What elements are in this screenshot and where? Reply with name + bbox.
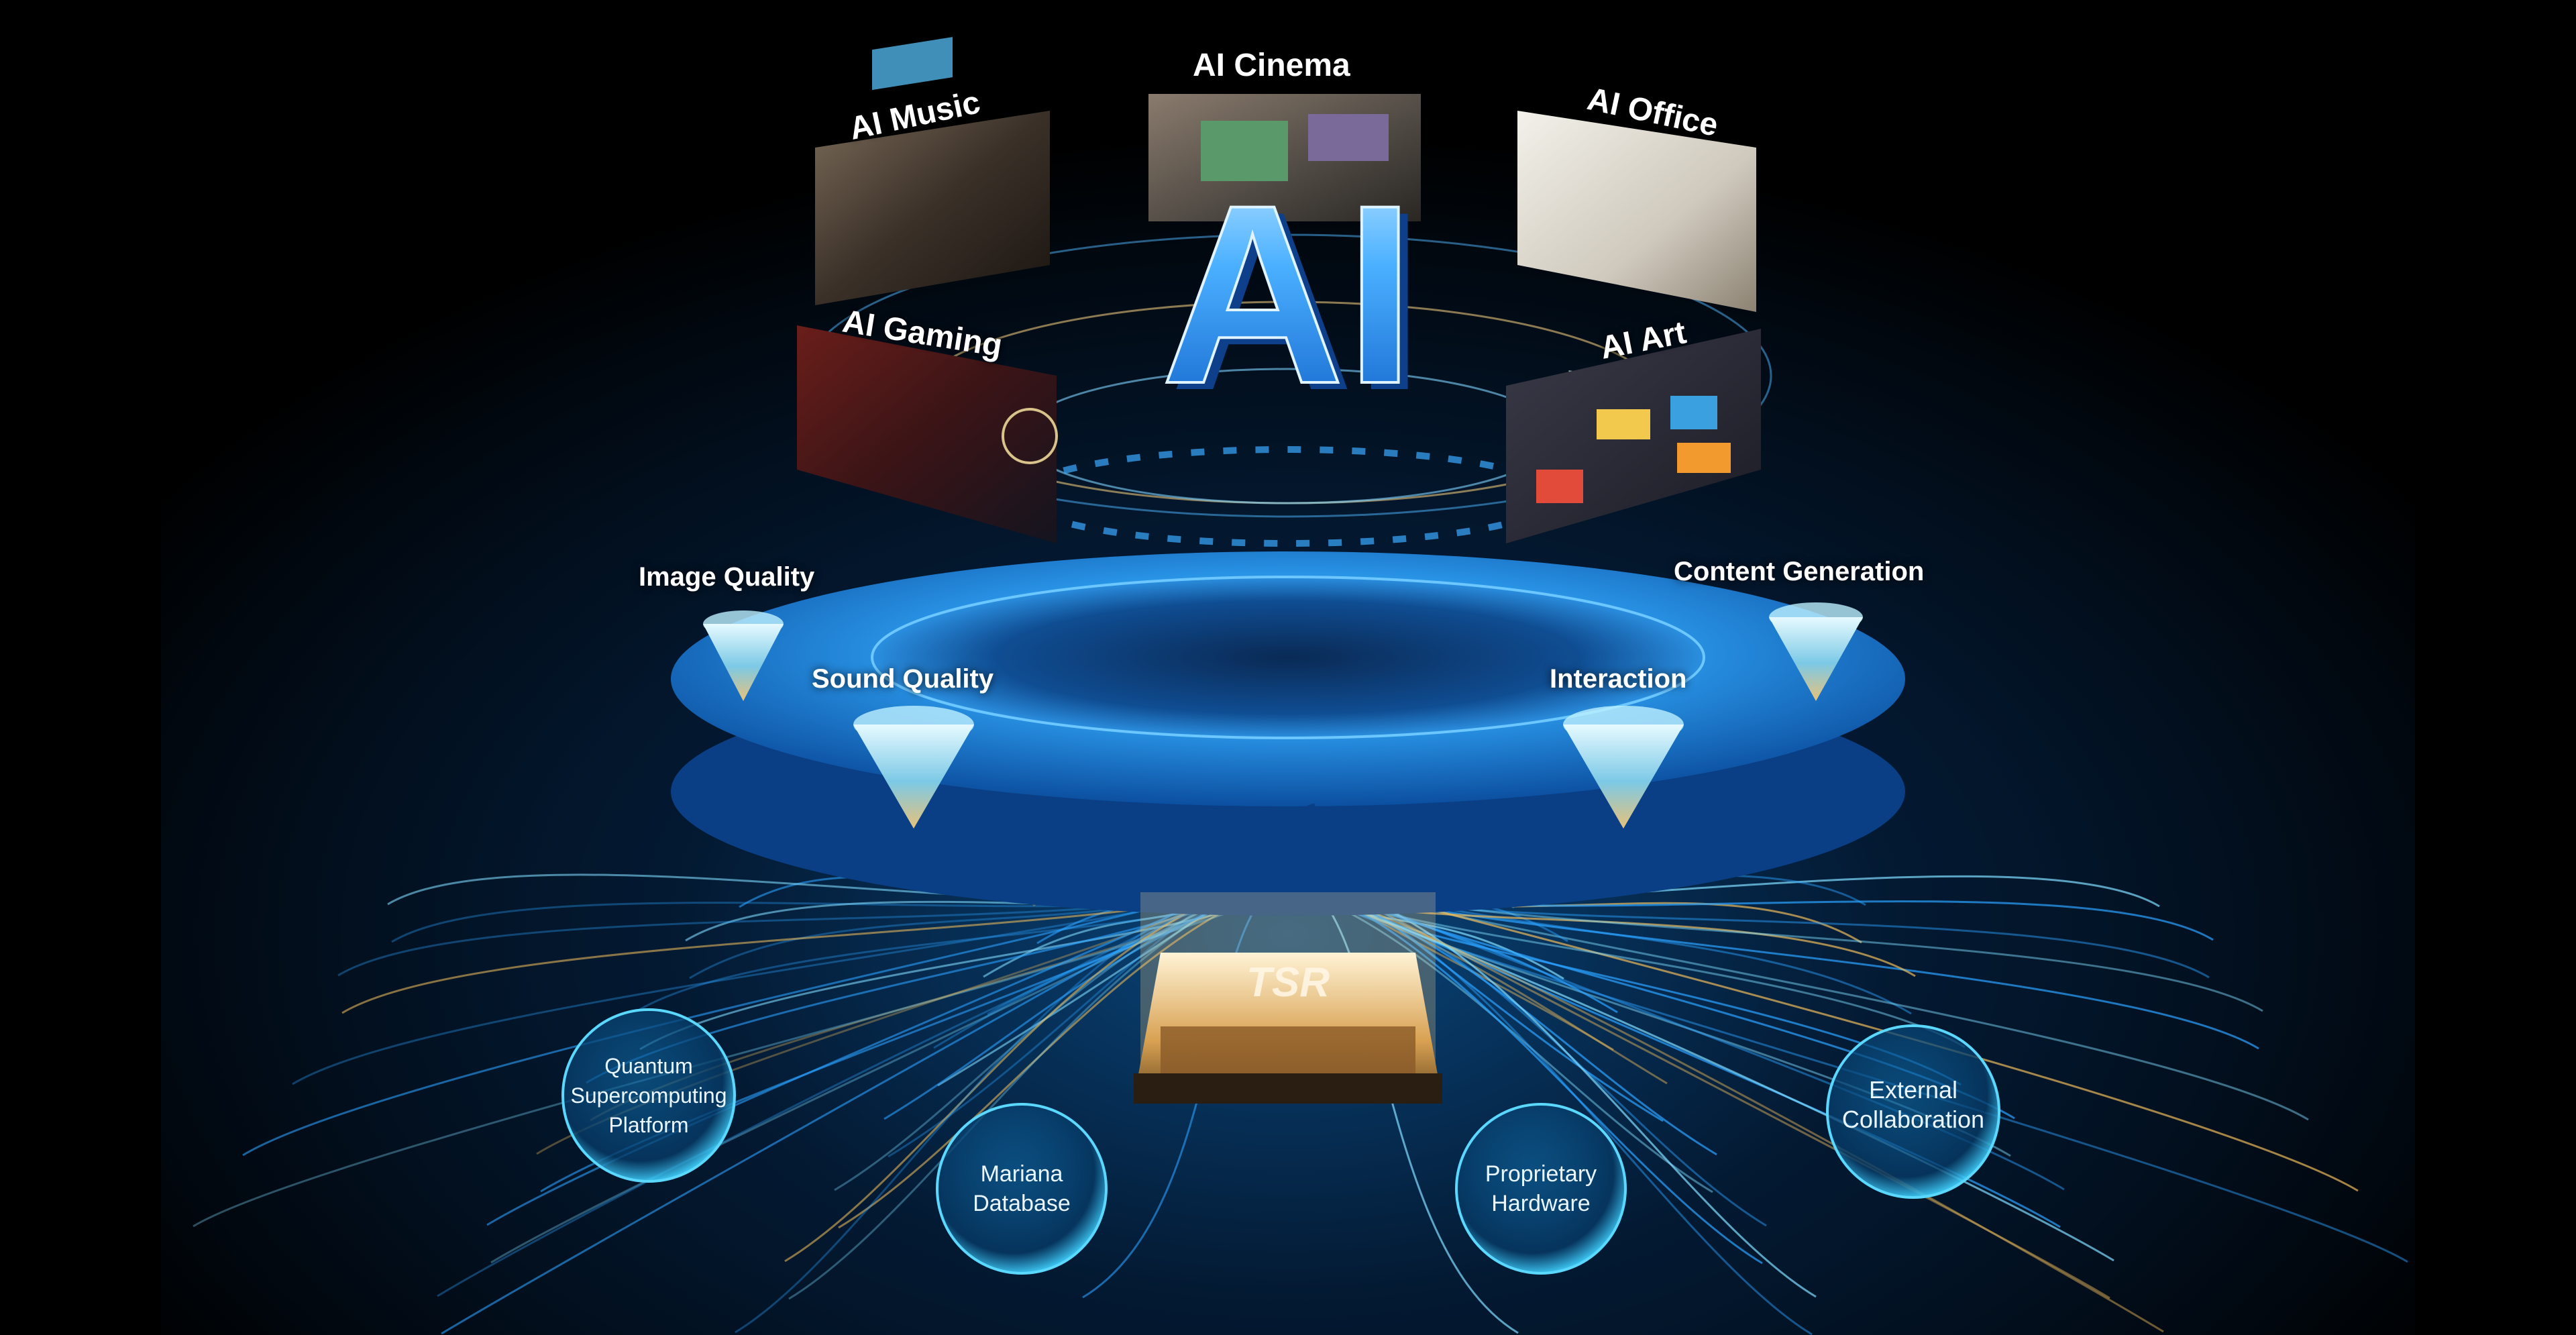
hardware-label: Proprietary Hardware <box>1440 1159 1642 1218</box>
ai-art-panel <box>1506 329 1761 543</box>
data-stream-line <box>441 884 1235 1335</box>
interaction-label: Interaction <box>1550 664 1687 694</box>
ai-gaming-panel <box>797 325 1058 543</box>
gem-icon <box>1563 706 1684 829</box>
data-stream-line <box>735 884 1242 1334</box>
mariana-label: Mariana Database <box>921 1159 1122 1218</box>
ai-cinema-panel <box>1148 94 1421 221</box>
ai-hero-text: AI <box>1161 152 1415 437</box>
data-stream-line <box>242 884 1242 1157</box>
image-quality-label: Image Quality <box>639 562 815 592</box>
ai-hero-logo: AI AI <box>1159 150 1425 443</box>
quantum-line-2: Supercomputing <box>570 1083 727 1108</box>
gem-icon <box>1769 602 1863 701</box>
capability-gems <box>703 602 1863 829</box>
data-stream-line <box>490 884 1248 1264</box>
capability-ring <box>671 551 1905 916</box>
chip-label: TSR <box>1246 959 1330 1006</box>
data-stream-line <box>193 884 1289 1228</box>
quantum-line-1: Quantum <box>604 1054 693 1078</box>
hardware-sphere <box>1455 1103 1627 1275</box>
mariana-sphere <box>936 1103 1108 1275</box>
tsr-chip: TSR <box>1134 892 1442 1104</box>
gem-icon <box>853 706 974 829</box>
content-generation-label: Content Generation <box>1674 557 1925 586</box>
external-label: External Collaboration <box>1813 1075 2014 1134</box>
ai-cinema-title: AI Cinema <box>1193 48 1350 83</box>
data-stream-line <box>1301 884 1763 1265</box>
external-sphere <box>1826 1024 2000 1199</box>
mariana-line-2: Database <box>973 1191 1071 1216</box>
external-line-1: External <box>1868 1076 1958 1104</box>
ai-hero-shadow: AI <box>1170 158 1425 443</box>
quantum-line-3: Platform <box>608 1113 689 1137</box>
data-stream-line <box>437 884 1282 1297</box>
gem-icon <box>703 610 784 701</box>
quantum-label: Quantum Supercomputing Platform <box>548 1051 749 1140</box>
foundation-spheres <box>561 1008 2000 1275</box>
data-stream-line <box>1334 884 2110 1299</box>
data-stream-line <box>1287 884 2114 1262</box>
sound-quality-label: Sound Quality <box>812 664 994 694</box>
hardware-line-2: Hardware <box>1491 1191 1591 1216</box>
data-stream-line <box>1301 884 2164 1333</box>
data-stream-line <box>486 884 1235 1226</box>
data-stream-line <box>784 884 1255 1263</box>
mariana-line-1: Mariana <box>980 1161 1063 1187</box>
external-line-2: Collaboration <box>1841 1106 1985 1133</box>
data-stream-line <box>1294 884 2408 1263</box>
ai-music-panel <box>815 37 1050 305</box>
data-stream-line <box>1341 884 2359 1192</box>
data-stream-line <box>788 884 1269 1300</box>
quantum-sphere <box>561 1008 736 1183</box>
data-stream-line <box>838 884 1282 1229</box>
hardware-line-1: Proprietary <box>1485 1161 1597 1187</box>
